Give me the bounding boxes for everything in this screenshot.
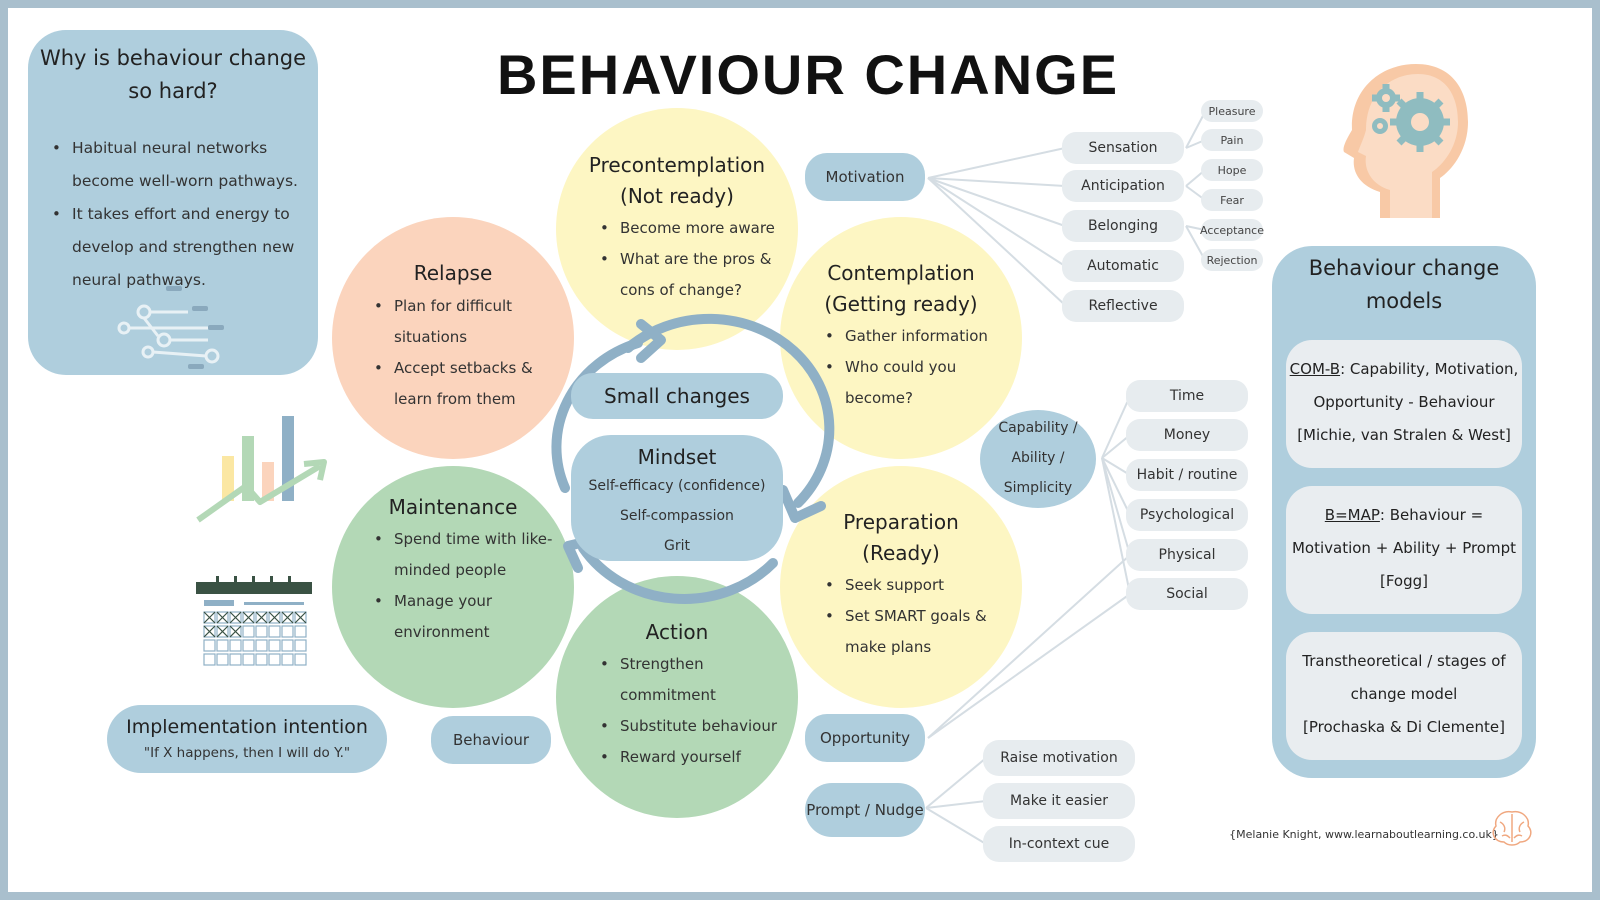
- capability-circle: Capability / Ability / Simplicity: [980, 410, 1096, 508]
- why-bullet: It takes effort and energy to develop an…: [50, 198, 298, 297]
- motivation-pill: Motivation: [805, 153, 925, 201]
- infographic-canvas: BEHAVIOUR CHANGE Why is behaviour change…: [8, 8, 1592, 892]
- brain-logo-icon: [1492, 810, 1532, 846]
- precontemplation-bullets: Become more aware What are the pros & co…: [598, 213, 775, 306]
- prompt-item: Raise motivation: [983, 740, 1135, 776]
- precontemplation-title: Precontemplation (Not ready): [588, 153, 766, 208]
- capability-item: Psychological: [1126, 499, 1248, 531]
- page-title: BEHAVIOUR CHANGE: [496, 43, 1120, 106]
- relapse-title: Relapse: [413, 261, 493, 285]
- model-card-comb: COM-B: Capability, Motivation, Opportuni…: [1286, 340, 1522, 468]
- implementation-intention-box: Implementation intention "If X happens, …: [107, 705, 387, 773]
- relapse-bullets: Plan for difficult situations Accept set…: [372, 291, 533, 415]
- prompt-item: In-context cue: [983, 826, 1135, 862]
- models-panel: Behaviour change models COM-B: Capabilit…: [1272, 246, 1536, 778]
- action-bullets: Strengthen commitment Substitute behavio…: [598, 649, 777, 773]
- calendar-icon: [196, 576, 312, 666]
- credit-text: {Melanie Knight, www.learnaboutlearning.…: [1229, 828, 1499, 841]
- prompt-item: Make it easier: [983, 783, 1135, 819]
- motivation-subitem: Pleasure: [1201, 100, 1263, 122]
- opportunity-pill: Opportunity: [805, 714, 925, 762]
- small-changes-pill: Small changes: [571, 373, 783, 419]
- head-gears-icon: [1343, 64, 1468, 218]
- motivation-item: Automatic: [1062, 250, 1184, 282]
- contemplation-title: Contemplation (Getting ready): [824, 261, 978, 316]
- capability-item: Money: [1126, 419, 1248, 451]
- motivation-subitem: Rejection: [1201, 249, 1263, 271]
- motivation-subitem: Hope: [1201, 159, 1263, 181]
- preparation-title: Preparation (Ready): [843, 510, 959, 565]
- implementation-title: Implementation intention: [126, 716, 368, 738]
- motivation-subitem: Fear: [1201, 189, 1263, 211]
- preparation-bullets: Seek support Set SMART goals & make plan…: [823, 570, 987, 663]
- motivation-item: Reflective: [1062, 290, 1184, 322]
- capability-item: Time: [1126, 380, 1248, 412]
- why-heading: Why is behaviour change so hard?: [39, 46, 307, 103]
- bar-chart-growth-icon: [196, 416, 327, 523]
- models-heading: Behaviour change models: [1308, 256, 1500, 313]
- prompt-nudge-pill: Prompt / Nudge: [805, 783, 925, 837]
- action-title: Action: [645, 620, 709, 644]
- model-card-transtheoretical: Transtheoretical / stages of change mode…: [1286, 632, 1522, 760]
- model-card-bmap: B=MAP: Behaviour = Motivation + Ability …: [1286, 486, 1522, 614]
- capability-item: Habit / routine: [1126, 459, 1248, 491]
- maintenance-title: Maintenance: [388, 495, 518, 519]
- mindset-title: Mindset: [637, 445, 717, 469]
- motivation-subitem: Pain: [1201, 129, 1263, 151]
- behaviour-pill: Behaviour: [431, 716, 551, 764]
- why-bullets: Habitual neural networks become well-wor…: [50, 132, 298, 297]
- motivation-subitem: Acceptance: [1200, 219, 1264, 241]
- motivation-item: Belonging: [1062, 210, 1184, 242]
- contemplation-bullets: Gather information Who could you become?: [823, 321, 988, 414]
- motivation-item: Sensation: [1062, 132, 1184, 164]
- capability-item: Social: [1126, 578, 1248, 610]
- cycle-arrows: [551, 313, 835, 604]
- maintenance-bullets: Spend time with like- minded people Mana…: [372, 524, 552, 648]
- motivation-item: Anticipation: [1062, 170, 1184, 202]
- why-panel: Why is behaviour change so hard? Habitua…: [28, 30, 318, 375]
- capability-item: Physical: [1126, 539, 1248, 571]
- implementation-quote: "If X happens, then I will do Y.": [143, 745, 351, 761]
- connector-lines: [925, 111, 1206, 845]
- mindset-box: Mindset Self-efficacy (confidence) Self-…: [571, 435, 783, 561]
- neural-network-icon: [117, 286, 224, 369]
- why-bullet: Habitual neural networks become well-wor…: [50, 132, 298, 198]
